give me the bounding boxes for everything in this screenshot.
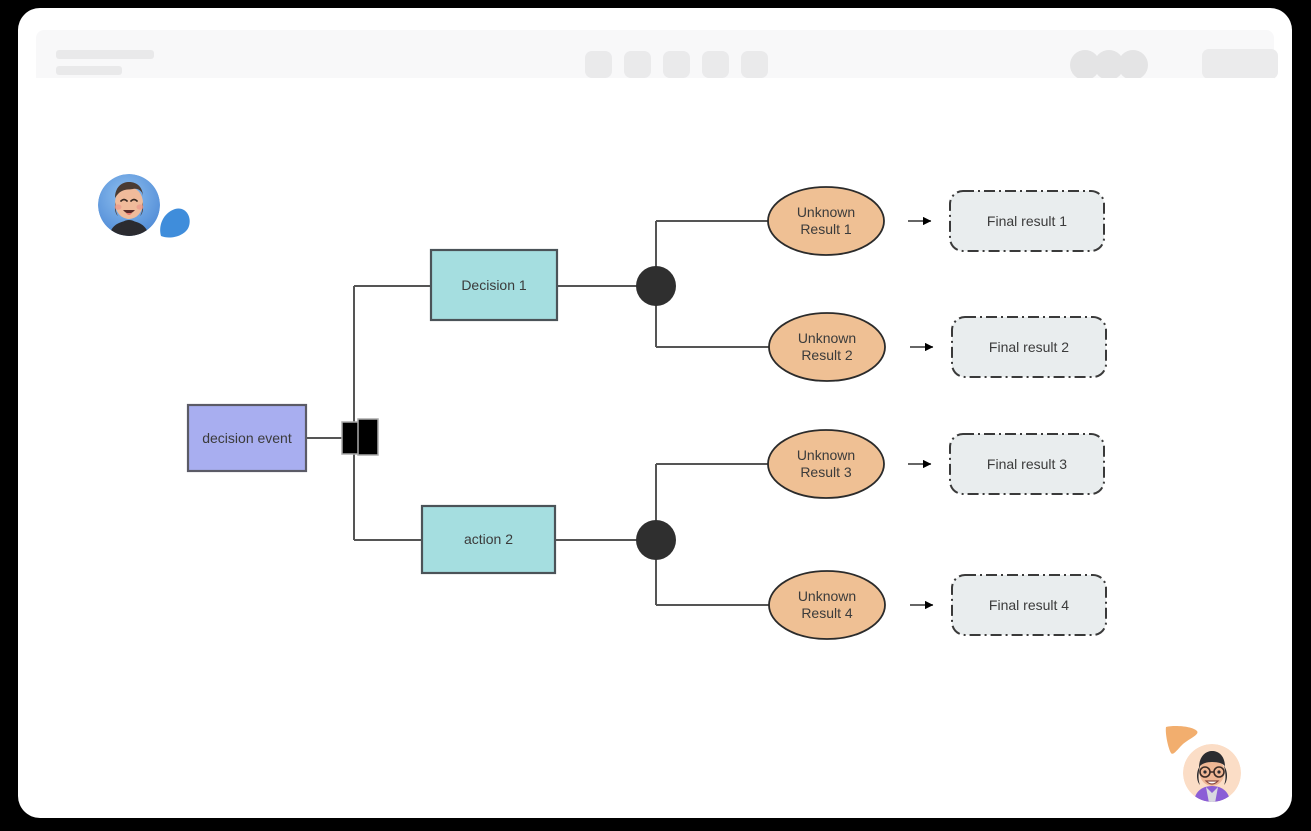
toolbar-tool-chip-4[interactable] bbox=[741, 51, 768, 78]
node-action-2[interactable] bbox=[420, 504, 557, 575]
toolbar-tool-chip-3[interactable] bbox=[702, 51, 729, 78]
presence-avatar-2[interactable] bbox=[1118, 50, 1148, 80]
remote-cursor-alpha bbox=[98, 174, 198, 249]
toolbar-tool-chip-0[interactable] bbox=[585, 51, 612, 78]
person-with-glasses-avatar-icon bbox=[1183, 744, 1241, 802]
node-decision-event[interactable] bbox=[186, 403, 308, 473]
remote-cursor-beta-avatar bbox=[1183, 744, 1241, 802]
share-button[interactable] bbox=[1202, 49, 1278, 79]
node-decision-1[interactable] bbox=[429, 248, 559, 322]
node-unknown-result-2[interactable] bbox=[768, 312, 886, 382]
activity-diagram bbox=[186, 186, 1107, 640]
node-unknown-result-4[interactable] bbox=[768, 570, 886, 640]
diagram-canvas[interactable]: decision event Decision 1 action 2 Unkno… bbox=[36, 78, 1274, 808]
smiling-person-avatar-icon bbox=[98, 174, 160, 236]
node-merge-bottom[interactable] bbox=[636, 520, 676, 560]
diagram-toolbar bbox=[36, 30, 1274, 78]
toolbar-tool-chip-2[interactable] bbox=[663, 51, 690, 78]
remote-cursor-beta-pointer-icon bbox=[1164, 723, 1200, 759]
remote-cursor-alpha-pointer-icon bbox=[155, 202, 195, 242]
toolbar-tool-chip-1[interactable] bbox=[624, 51, 651, 78]
node-final-result-3[interactable] bbox=[949, 433, 1105, 495]
node-final-result-1[interactable] bbox=[949, 190, 1105, 252]
document-title-placeholder-line-2 bbox=[56, 66, 122, 75]
connector-layer bbox=[306, 220, 781, 606]
remote-cursor-beta bbox=[1164, 723, 1274, 803]
node-unknown-result-1[interactable] bbox=[767, 186, 885, 256]
final-edge-layer bbox=[908, 216, 934, 610]
remote-cursor-alpha-avatar bbox=[98, 174, 160, 236]
document-title-placeholder-line-1 bbox=[56, 50, 154, 59]
app-window: decision event Decision 1 action 2 Unkno… bbox=[18, 8, 1292, 818]
node-merge-top[interactable] bbox=[636, 266, 676, 306]
node-fork-bar[interactable] bbox=[341, 418, 379, 456]
node-final-result-2[interactable] bbox=[951, 316, 1107, 378]
node-final-result-4[interactable] bbox=[951, 574, 1107, 636]
node-unknown-result-3[interactable] bbox=[767, 429, 885, 499]
